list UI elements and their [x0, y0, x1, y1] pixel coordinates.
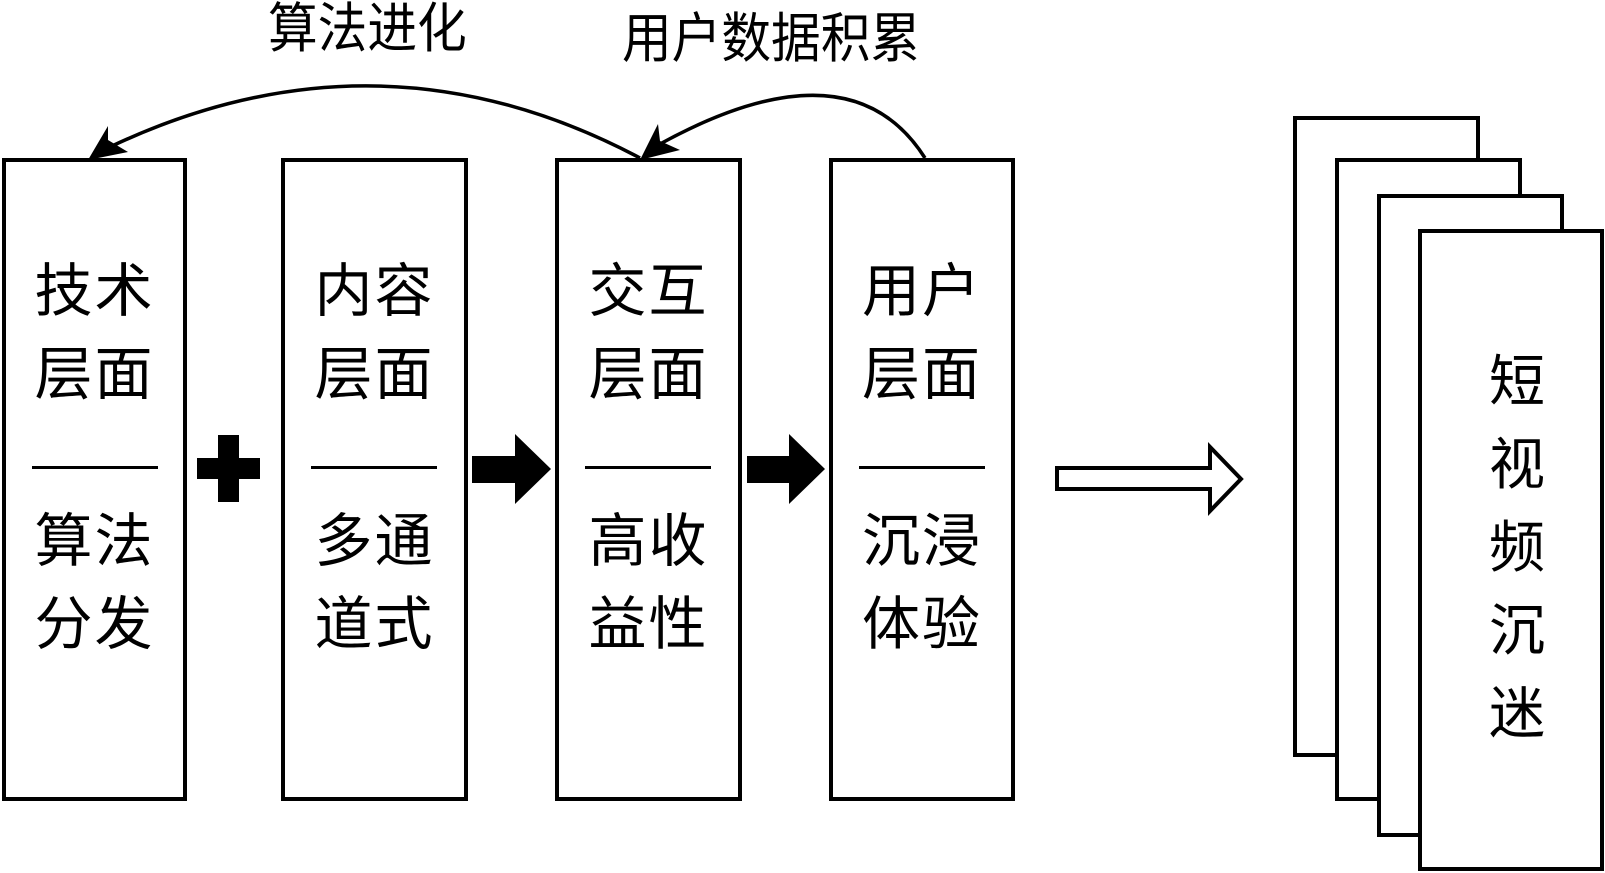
layer-divider [859, 466, 985, 469]
result-char: 迷 [1489, 682, 1545, 747]
layer-title-line1: 内容 [314, 257, 435, 325]
layer-title-line1: 交互 [588, 257, 709, 325]
layer-title-line2: 层面 [588, 340, 709, 408]
label-algorithm-evolution: 算法进化 [268, 0, 467, 60]
layer-title-line2: 层面 [861, 340, 982, 408]
curved-arrow-algorithm-evolution [111, 84, 641, 160]
layer-box-user: 用户 层面 沉浸 体验 [829, 158, 1015, 801]
layer-desc-line1: 多通 [314, 507, 435, 575]
layer-desc-line2: 分发 [34, 590, 155, 658]
arrowhead-icon [88, 126, 128, 160]
arrow-right-filled-icon [472, 434, 551, 504]
curved-arrow-user-data-accumulation [659, 93, 927, 159]
result-char: 沉 [1489, 599, 1545, 664]
result-char: 频 [1489, 516, 1545, 581]
arrow-right-filled-icon [747, 434, 825, 504]
layer-desc-line1: 沉浸 [861, 507, 982, 575]
result-char: 视 [1489, 433, 1545, 498]
layer-title-line1: 技术 [34, 257, 155, 325]
result-char: 短 [1489, 350, 1545, 415]
layer-box-interaction: 交互 层面 高收 益性 [555, 158, 742, 801]
layer-desc-line1: 算法 [34, 507, 155, 575]
layer-desc-line2: 体验 [861, 590, 982, 658]
plus-icon [197, 435, 260, 502]
layer-divider [32, 466, 158, 469]
layer-desc-line2: 道式 [314, 590, 435, 658]
result-card-front: 短 视 频 沉 迷 [1418, 229, 1604, 871]
arrowhead-icon [640, 124, 680, 160]
layer-title-line2: 层面 [34, 340, 155, 408]
arrow-right-hollow-icon [1055, 442, 1244, 516]
layer-title-line1: 用户 [861, 257, 982, 325]
label-user-data-accumulation: 用户数据积累 [622, 7, 921, 70]
layer-box-content: 内容 层面 多通 道式 [281, 158, 468, 801]
layer-divider [311, 466, 437, 469]
layer-desc-line1: 高收 [588, 507, 709, 575]
layer-divider [585, 466, 711, 469]
layer-title-line2: 层面 [314, 340, 435, 408]
layer-desc-line2: 益性 [588, 590, 709, 658]
layer-box-technology: 技术 层面 算法 分发 [2, 158, 187, 801]
